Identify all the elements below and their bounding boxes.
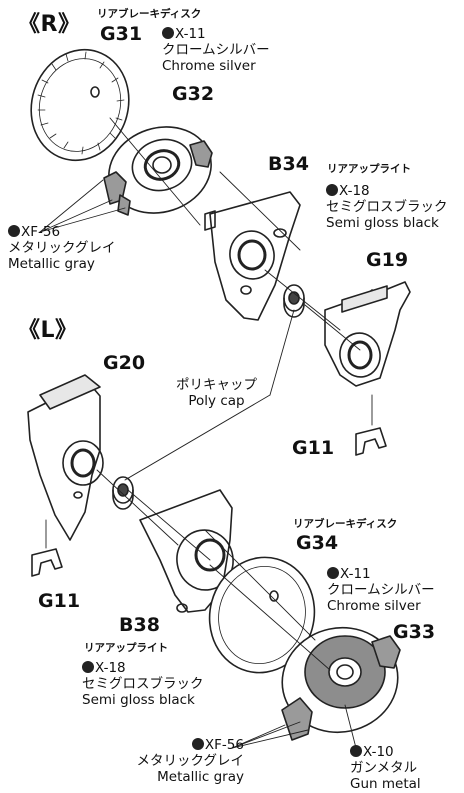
paint-en: Metallic gray: [157, 768, 244, 785]
paint-jp: メタリックグレイ: [136, 752, 244, 769]
section-label-right: 《R》: [18, 12, 81, 37]
paint-dot-icon: [327, 567, 339, 579]
paint-en: Metallic gray: [8, 255, 95, 272]
polycap-en: Poly cap: [188, 392, 245, 409]
paint-dot-icon: [8, 225, 20, 237]
paint-dot-icon: [191, 738, 204, 750]
poly-cap-bottom: [112, 476, 134, 510]
hub-g32: [103, 126, 213, 216]
part-g31-name: リアブレーキディスク: [97, 8, 202, 20]
part-b34-name: リアアップライト: [327, 163, 411, 175]
upright-b38: [139, 489, 234, 613]
paint-code: XF-56: [21, 224, 61, 240]
upright-b34: [204, 191, 301, 321]
paint-code: X-11: [175, 26, 206, 42]
paint-code: X-10: [363, 744, 394, 760]
part-g31-code: G31: [100, 23, 143, 45]
paint-callout-top-xf56: XF-56 メタリックグレイ Metallic gray: [8, 222, 115, 273]
part-g33-code: G33: [393, 621, 436, 643]
paint-dot-icon: [82, 661, 94, 673]
paint-callout-top-x18: X-18 セミグロスブラック Semi gloss black: [326, 181, 448, 232]
paint-jp: ガンメタル: [350, 759, 418, 776]
paint-callout-bottom-x18: X-18 セミグロスブラック Semi gloss black: [82, 658, 204, 709]
paint-callout-bottom-xf56: XF-56 メタリックグレイ Metallic gray: [132, 735, 244, 786]
clip-g11-bottom: [31, 548, 63, 577]
paint-jp: セミグロスブラック: [326, 198, 448, 215]
part-g20: [27, 374, 104, 541]
brake-disc-g31: [30, 48, 130, 162]
part-g34-code: G34: [296, 532, 339, 554]
paint-en: Chrome silver: [327, 597, 421, 614]
polycap-callout: ポリキャップ Poly cap: [176, 377, 257, 410]
paint-dot-icon: [326, 184, 338, 196]
paint-dot-icon: [350, 745, 362, 757]
part-g32-code: G32: [172, 83, 215, 105]
part-g11-top-code: G11: [292, 437, 335, 459]
part-b34-code: B34: [268, 153, 309, 175]
paint-code: X-18: [339, 183, 370, 199]
paint-jp: クロームシルバー: [327, 581, 435, 598]
part-b38-name: リアアップライト: [84, 642, 168, 654]
polycap-jp: ポリキャップ: [176, 377, 257, 393]
paint-code: X-18: [95, 660, 126, 676]
part-g20-code: G20: [103, 352, 146, 374]
paint-jp: メタリックグレイ: [8, 239, 116, 256]
paint-en: Gun metal: [350, 775, 421, 792]
paint-en: Semi gloss black: [326, 214, 439, 231]
paint-en: Chrome silver: [162, 57, 256, 74]
paint-code: XF-56: [204, 737, 244, 753]
part-b38-code: B38: [119, 614, 160, 636]
paint-callout-top-x11: X-11 クロームシルバー Chrome silver: [162, 24, 270, 75]
part-g34-name: リアブレーキディスク: [293, 518, 398, 530]
poly-cap-top: [283, 284, 305, 318]
paint-dot-icon: [162, 27, 174, 39]
paint-en: Semi gloss black: [82, 691, 195, 708]
part-g19-code: G19: [366, 249, 409, 271]
paint-callout-bottom-x10: X-10 ガンメタル Gun metal: [350, 742, 421, 793]
part-g19: [324, 281, 411, 387]
paint-jp: セミグロスブラック: [82, 675, 204, 692]
part-g11-bottom-code: G11: [38, 590, 81, 612]
brake-disc-g34: [208, 556, 316, 674]
section-label-left: 《L》: [18, 318, 78, 343]
paint-code: X-11: [340, 566, 371, 582]
paint-callout-bottom-x11: X-11 クロームシルバー Chrome silver: [327, 564, 435, 615]
paint-jp: クロームシルバー: [162, 41, 270, 58]
clip-g11-top: [355, 427, 387, 456]
